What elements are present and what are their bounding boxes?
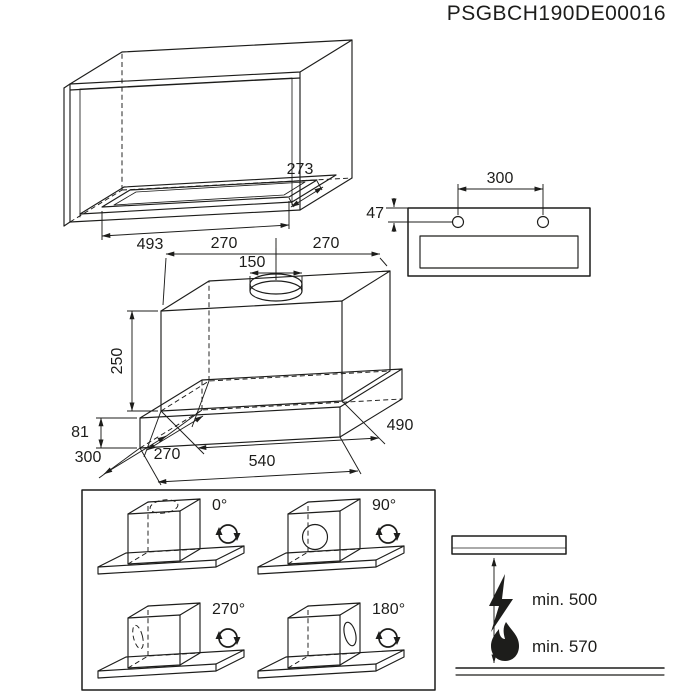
canopy-height-dimension: 81 bbox=[71, 417, 137, 449]
aperture-width-label: 493 bbox=[137, 236, 164, 253]
body-width-label: 490 bbox=[387, 417, 414, 434]
gas-clearance-label: min. 570 bbox=[532, 637, 597, 656]
lightning-icon bbox=[489, 574, 513, 632]
right-half-label: 270 bbox=[313, 235, 340, 252]
mounting-hole-left bbox=[451, 215, 465, 229]
hob-clearance-view: min. 500 min. 570 bbox=[451, 535, 665, 676]
hood-profile bbox=[451, 535, 567, 555]
electric-clearance-label: min. 500 bbox=[532, 590, 597, 609]
body-depth-dimension: 270 bbox=[143, 380, 210, 463]
aperture-inner-frame bbox=[113, 181, 306, 206]
hood-front-outline bbox=[407, 207, 591, 277]
spigot-position-left bbox=[132, 624, 144, 650]
cabinet-cutout-view: 273 493 bbox=[63, 39, 353, 253]
spigot-position-right bbox=[343, 621, 357, 647]
body-height-dimension: 250 bbox=[109, 310, 158, 412]
canopy-height-label: 81 bbox=[71, 424, 89, 441]
cabinet-hidden-edges bbox=[69, 52, 353, 223]
aperture-outer-frame bbox=[101, 179, 318, 208]
angle-label-180: 180° bbox=[372, 601, 405, 618]
model-number: PSGBCH190DE00016 bbox=[447, 2, 666, 25]
canopy-depth-label: 300 bbox=[75, 449, 102, 466]
cabinet-top-face bbox=[69, 39, 353, 85]
body-height-label: 250 bbox=[109, 348, 126, 375]
duct-rotation-panel: 0° 90° 270° 180° bbox=[81, 489, 436, 691]
aperture-width-dimension: 493 bbox=[101, 201, 290, 253]
rotation-option-180: 180° bbox=[257, 601, 405, 679]
left-half-label: 270 bbox=[211, 235, 238, 252]
spigot-diameter-dimension: 150 bbox=[239, 254, 303, 288]
canopy-hidden-edges bbox=[139, 380, 403, 449]
angle-label-0: 0° bbox=[212, 497, 227, 514]
canopy-depth-dimension: 300 bbox=[75, 409, 203, 479]
hob-surface bbox=[455, 667, 665, 676]
angle-label-90: 90° bbox=[372, 497, 396, 514]
body-front-face bbox=[160, 300, 343, 412]
rotation-panel-border bbox=[81, 489, 436, 691]
rotation-option-270: 270° bbox=[97, 601, 245, 679]
angle-label-270: 270° bbox=[212, 601, 245, 618]
hole-offset-dimension: 47 bbox=[366, 198, 452, 232]
hole-spacing-dimension: 300 bbox=[457, 170, 544, 215]
body-depth-label: 270 bbox=[154, 446, 181, 463]
total-width-label: 540 bbox=[249, 453, 276, 470]
spigot-centering-dimension: 270 270 bbox=[162, 235, 388, 306]
hood-dimension-view: 270 270 150 250 81 300 bbox=[71, 235, 414, 486]
rotation-option-0: 0° bbox=[97, 497, 245, 575]
aperture-depth-label: 273 bbox=[287, 161, 314, 178]
mounting-front-view: 300 47 bbox=[366, 170, 591, 277]
total-width-dimension: 540 bbox=[139, 436, 362, 486]
hole-offset-label: 47 bbox=[366, 205, 384, 222]
spigot-position-front bbox=[301, 523, 329, 551]
hole-spacing-label: 300 bbox=[487, 170, 514, 187]
aperture-depth-dimension: 273 bbox=[287, 161, 324, 208]
hood-front-panel bbox=[419, 235, 579, 269]
rotation-option-90: 90° bbox=[257, 497, 405, 575]
body-width-dimension: 490 bbox=[160, 400, 414, 455]
mounting-hole-right bbox=[536, 215, 550, 229]
flame-icon bbox=[491, 622, 519, 661]
spigot-diameter-label: 150 bbox=[239, 254, 266, 271]
shelf-front-edge bbox=[79, 201, 293, 215]
spigot-position-top bbox=[149, 499, 179, 514]
